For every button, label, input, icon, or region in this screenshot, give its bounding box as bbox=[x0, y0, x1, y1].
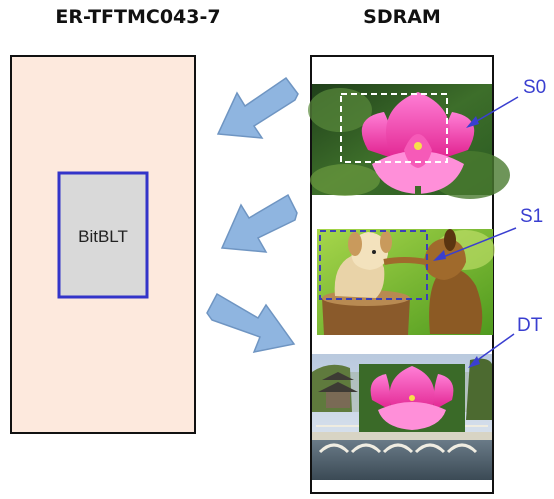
bitblt-label: BitBLT bbox=[78, 227, 128, 246]
s0-selection-box bbox=[340, 93, 448, 163]
s1-selection-box bbox=[319, 230, 428, 300]
s0-image bbox=[308, 84, 510, 199]
display-title: ER-TFTMC043-7 bbox=[55, 6, 220, 28]
s1-image bbox=[317, 229, 495, 335]
pointer-s1 bbox=[433, 227, 517, 261]
arrow-s1-to-display bbox=[220, 193, 298, 253]
pointer-dt bbox=[468, 333, 515, 368]
bitblt-engine-box bbox=[57, 171, 149, 299]
arrow-s0-to-display bbox=[216, 76, 299, 139]
label-s1: S1 bbox=[520, 206, 543, 227]
pointer-s0 bbox=[466, 96, 519, 128]
label-s0: S0 bbox=[523, 77, 546, 98]
dt-image bbox=[312, 354, 492, 480]
arrow-display-to-dt bbox=[206, 292, 296, 354]
label-dt: DT bbox=[517, 315, 543, 336]
memory-title: SDRAM bbox=[363, 6, 441, 28]
